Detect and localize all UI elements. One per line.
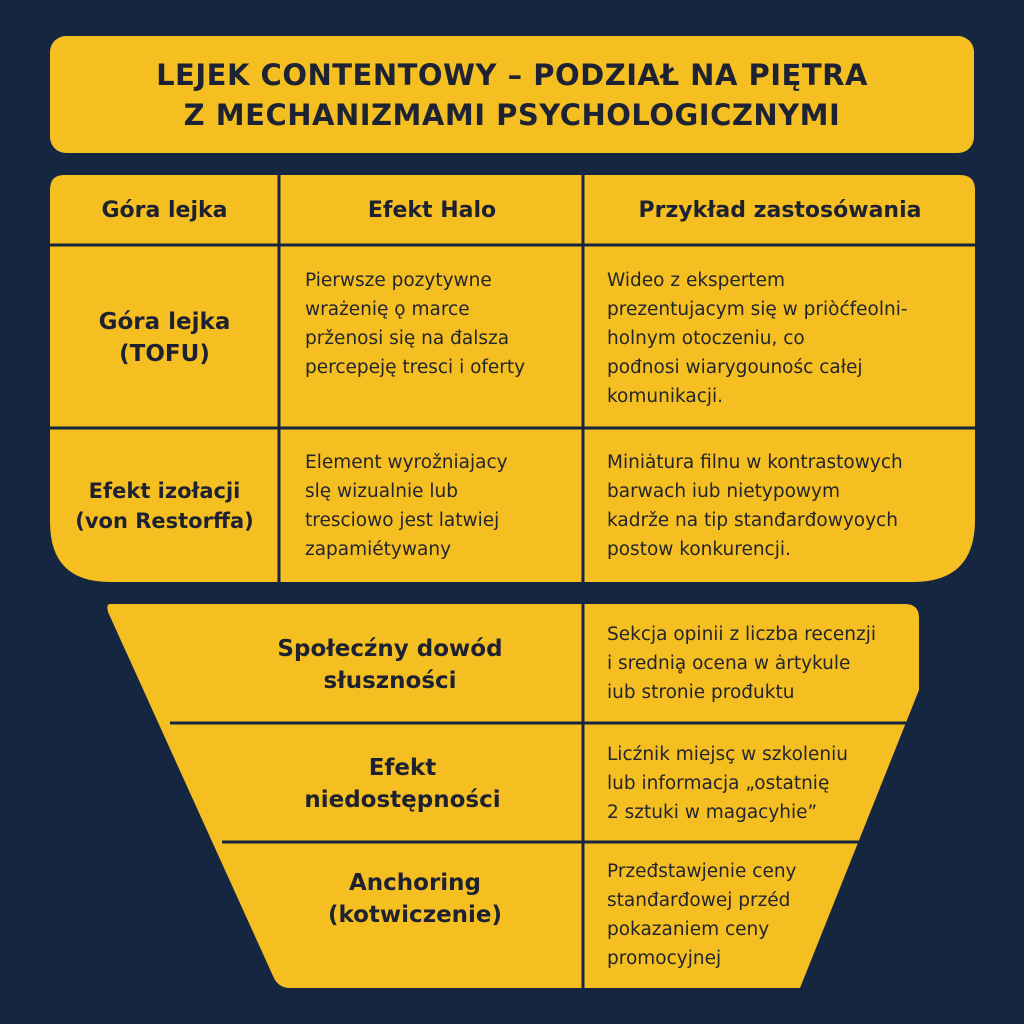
upper-table-shape — [50, 175, 975, 582]
row-1-example: Wideo z ekspertem prezentujacym się w pr… — [607, 266, 967, 411]
row-3-label-line-1: Społecźny dowód — [277, 635, 503, 662]
title-line-1: LEJEK CONTENTOWY – PODZIAŁ NA PIĘTRA — [156, 57, 868, 92]
row-4-label-line-2: niedostępności — [304, 786, 501, 813]
row-1-example-line-2: prezentujacym się w priòćfeolni- — [607, 299, 908, 320]
row-1-mechanism-line-1: Pierwsze pozytywne — [305, 270, 492, 291]
row-5-example-line-1: Przeđstawjenie ceny — [607, 861, 797, 882]
row-1-example-line-1: Wideo z ekspertem — [607, 270, 786, 291]
row-2-mechanism-line-1: Element wyrožniajacy — [305, 452, 508, 473]
row-1-example-line-4: pođnosi wiarygounośc całej — [607, 357, 863, 378]
row-2-mechanism-line-2: slę wizualnie lub — [305, 481, 458, 502]
title-box: LEJEK CONTENTOWY – PODZIAŁ NA PIĘTRA Z M… — [50, 36, 974, 153]
row-5-label-line-2: (kotwiczenie) — [327, 902, 503, 928]
row-1-label: Góra lejka (TOFU) — [50, 247, 279, 428]
row-5-label: Anchoring (kotwiczenie) — [265, 844, 565, 954]
row-5-label-line-1: Anchoring — [348, 870, 482, 896]
lower-funnel-shape — [107, 604, 920, 988]
header-col-3: Przykład zastosówania — [638, 197, 922, 223]
row-4-label-line-1: Efekt — [368, 754, 437, 781]
row-2-mechanism-line-3: tresciowo jest latwiej — [305, 510, 500, 531]
row-1-example-line-3: holnym otoczeniu, co — [607, 328, 805, 349]
header-col-1: Góra lejka — [101, 197, 228, 223]
row-2-label-line-1: Efekt izołacji — [88, 479, 241, 503]
row-5-example: Przeđstawjenie ceny stanđarđowej przéd p… — [607, 857, 857, 973]
row-2-example-line-2: barwach iub nietypowym — [607, 481, 841, 502]
row-5-example-line-3: pokazaniem ceny — [607, 919, 770, 940]
row-2-example-line-1: Miniȧtura filnu w kontrastowych — [607, 452, 903, 473]
row-5-example-line-4: promocyjnej — [607, 948, 722, 969]
row-1-mechanism-line-3: prženosi się na đalsza — [305, 328, 510, 349]
row-1-mechanism-line-4: percepeję tresci i oferty — [305, 357, 526, 378]
row-4-label: Efekt niedostępności — [230, 725, 575, 842]
row-2-example-line-4: postow konkurencji. — [607, 539, 791, 560]
row-2-mechanism: Element wyrožniajacy slę wizualnie lub t… — [305, 448, 575, 564]
row-1-label-line-1: Góra lejka — [98, 308, 231, 335]
row-1-label-line-2: (TOFU) — [119, 340, 210, 367]
row-3-example-line-3: iub stronie prođuktu — [607, 682, 795, 703]
row-2-example-line-3: kadrže na tip stanđarđowyoych — [607, 510, 898, 531]
row-4-example-line-3: 2 sztuki w magacyhie” — [607, 802, 818, 823]
row-4-example: Licźnik miejsç w szkoleniu lub informacj… — [607, 740, 907, 827]
row-3-label: Społecźny dowód słuszności — [200, 606, 580, 723]
row-2-mechanism-line-4: zapamiétywany — [305, 539, 452, 560]
title-line-2: Z MECHANIZMAMI PSYCHOLOGICZNYMI — [183, 97, 841, 132]
row-2-label: Efekt izołacji (von Restorffa) — [50, 430, 279, 582]
row-3-example: Sekcja opinii z liczba recenzji i sredni… — [607, 620, 917, 707]
row-3-label-line-2: słuszności — [323, 667, 457, 694]
row-1-mechanism: Pierwsze pozytywne wrażenię ǫ marce prže… — [305, 266, 575, 382]
row-4-example-line-1: Licźnik miejsç w szkoleniu — [607, 744, 849, 765]
row-3-example-line-2: i sredniḁ ocena w ȧrtykule — [607, 653, 851, 674]
row-5-example-line-2: stanđarđowej przéd — [607, 890, 791, 911]
row-2-example: Miniȧtura filnu w kontrastowych barwach … — [607, 448, 967, 564]
row-2-label-line-2: (von Restorffa) — [75, 509, 254, 533]
header-col-2: Efekt Halo — [367, 197, 497, 223]
row-4-example-line-2: lub informacja „ostatnię — [607, 773, 830, 794]
row-1-mechanism-line-2: wrażenię ǫ marce — [305, 299, 470, 320]
row-1-example-line-5: komunikacji. — [607, 386, 724, 407]
row-3-example-line-1: Sekcja opinii z liczba recenzji — [607, 624, 877, 645]
